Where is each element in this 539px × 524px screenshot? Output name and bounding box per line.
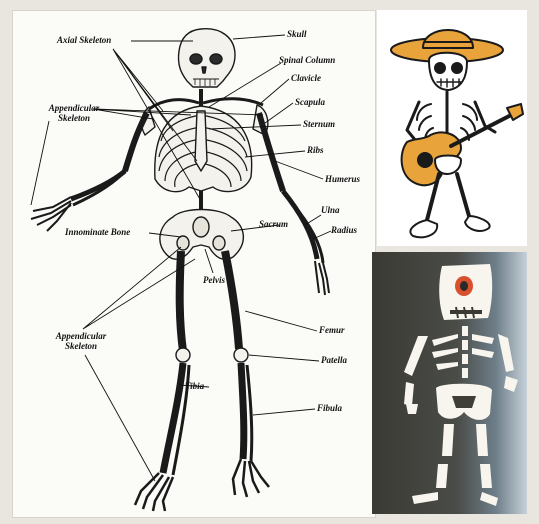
label-fibula: Fibula [317, 403, 342, 413]
label-radius: Radius [331, 225, 357, 235]
label-ulna: Ulna [321, 205, 340, 215]
label-appendicular-skeleton-top: Appendicular Skeleton [39, 103, 109, 123]
label-patella: Patella [321, 355, 347, 365]
label-skull: Skull [287, 29, 307, 39]
label-scapula: Scapula [295, 97, 325, 107]
label-innominate-bone: Innominate Bone [65, 227, 130, 237]
anatomy-panel: Axial Skeleton Appendicular Skeleton Sku… [12, 10, 376, 518]
guitar-skeleton-illustration [377, 10, 527, 246]
label-clavicle: Clavicle [291, 73, 321, 83]
anatomical-skeleton-illustration [13, 11, 375, 517]
label-sacrum: Sacrum [259, 219, 288, 229]
label-appendicular-skeleton-bottom: Appendicular Skeleton [45, 331, 117, 351]
guitar-skeleton-panel [377, 10, 527, 246]
label-femur: Femur [319, 325, 345, 335]
label-tibia: Tibia [185, 381, 204, 391]
label-ribs: Ribs [307, 145, 324, 155]
cutout-skeleton-illustration [372, 252, 527, 514]
label-humerus: Humerus [325, 174, 360, 184]
label-pelvis: Pelvis [203, 275, 225, 285]
label-axial-skeleton: Axial Skeleton [57, 35, 111, 45]
cutout-skeleton-panel [372, 252, 527, 514]
label-spinal-column: Spinal Column [279, 55, 335, 65]
label-sternum: Sternum [303, 119, 335, 129]
